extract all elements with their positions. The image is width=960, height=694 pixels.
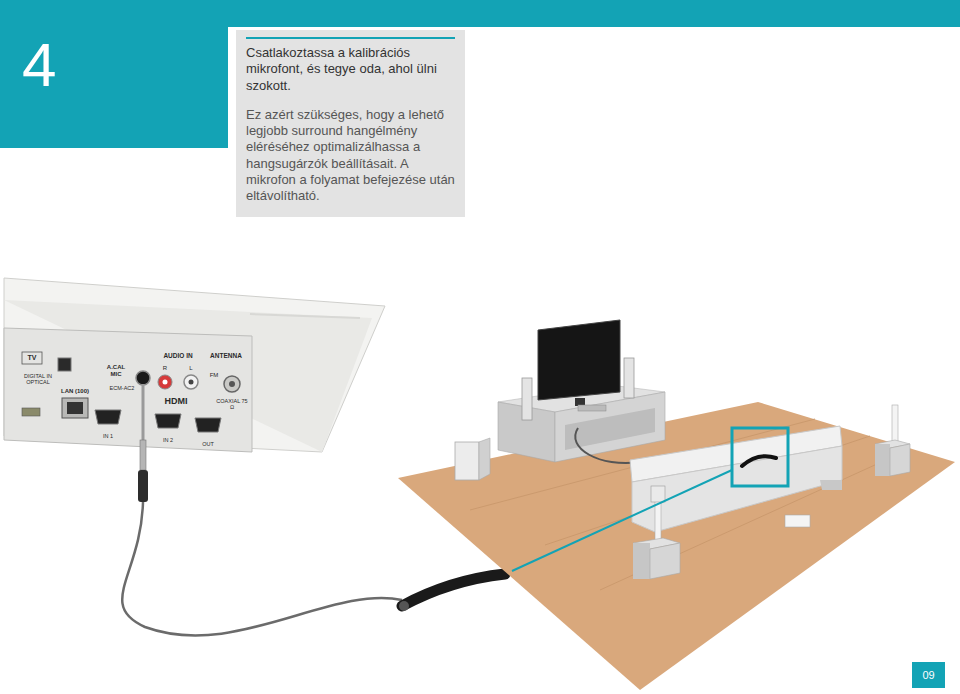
port-label: AUDIO IN — [163, 352, 192, 359]
highlight-frame — [732, 428, 788, 486]
port-label: ECM-AC2 — [110, 385, 135, 391]
port-label: L — [189, 365, 192, 372]
page-number-box: 09 — [912, 662, 945, 688]
step-panel: 4 — [0, 0, 228, 148]
port-label: ANTENNA — [210, 352, 242, 359]
instruction-body: Ez azért szükséges, hogy a lehető legjob… — [246, 107, 455, 205]
port-label: IN 1 — [103, 433, 113, 439]
pointer-line — [512, 470, 732, 571]
port-label: R — [163, 365, 167, 372]
port-label: DIGITAL IN OPTICAL — [20, 373, 56, 385]
step-number: 4 — [22, 34, 228, 96]
instruction-heading: Csatlakoztassa a kalibrációs mikrofont, … — [246, 45, 455, 94]
header-bar — [228, 0, 960, 27]
page-number: 09 — [912, 662, 945, 688]
instruction-card: Csatlakoztassa a kalibrációs mikrofont, … — [236, 30, 465, 217]
accent-rule — [246, 37, 455, 39]
av-receiver — [4, 278, 385, 452]
port-label: LAN (100) — [61, 388, 89, 395]
port-label: HDMI — [165, 397, 188, 407]
port-label: FM — [210, 372, 219, 379]
port-label: A.CAL MIC — [104, 364, 128, 377]
room — [398, 320, 955, 690]
port-label: TV — [28, 354, 37, 362]
port-label: COAXIAL 75 Ω — [216, 398, 248, 410]
port-label: IN 2 — [163, 437, 173, 443]
port-label: OUT — [202, 441, 214, 447]
